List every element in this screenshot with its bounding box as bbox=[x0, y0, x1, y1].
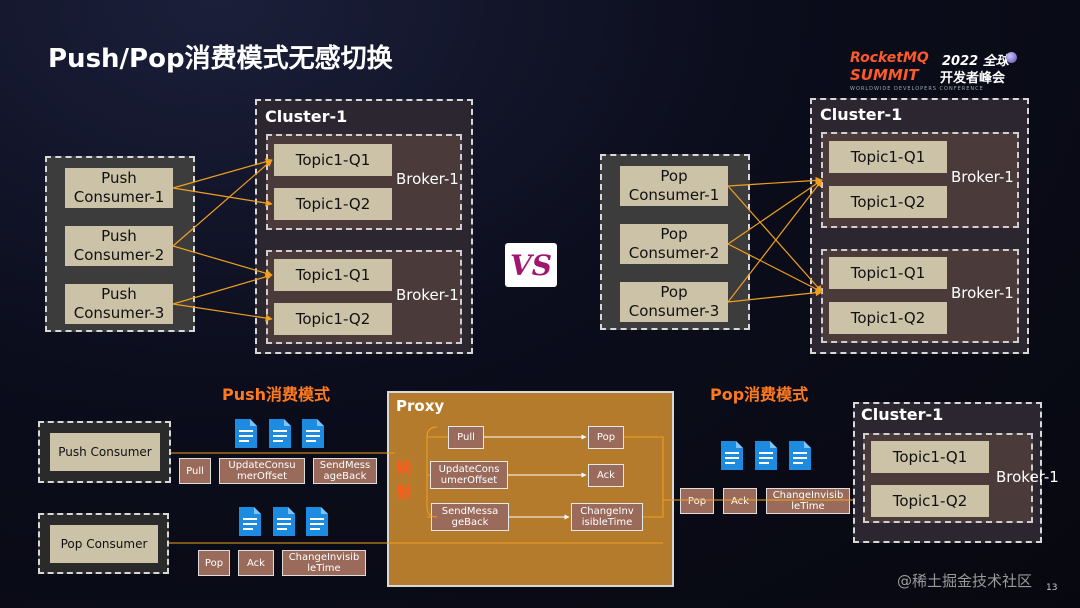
proxy-mapping-arrows bbox=[484, 434, 587, 520]
push-op-update-offset: UpdateConsu merOffset bbox=[219, 458, 305, 484]
bottom-broker-q1: Topic1-Q1 bbox=[871, 441, 989, 473]
rocketmq-summit-logo: RocketMQ SUMMIT 2022 全球 开发者峰会 WORLDWIDE … bbox=[850, 50, 1030, 98]
proxy-update-consumer-offset: UpdateCons umerOffset bbox=[430, 461, 508, 489]
right-broker-b-label: Broker-1 bbox=[951, 284, 1014, 302]
mapping-label: 映 射 bbox=[396, 459, 412, 501]
planet-icon bbox=[1006, 52, 1017, 63]
watermark: @稀土掘金技术社区 bbox=[897, 572, 1033, 590]
out-op-pop: Pop bbox=[680, 488, 714, 514]
page-number: 13 bbox=[1046, 583, 1058, 593]
logo-year: 2022 全球 bbox=[942, 54, 1009, 69]
document-icon bbox=[306, 507, 328, 536]
pop-op-change-invisible: ChangeInvisib leTime bbox=[282, 550, 366, 576]
pop-consumer-3: Pop Consumer-3 bbox=[620, 282, 728, 322]
pop-consumer: Pop Consumer bbox=[50, 525, 158, 563]
pop-mode-heading: Pop消费模式 bbox=[710, 385, 809, 404]
left-cluster-label: Cluster-1 bbox=[265, 107, 348, 126]
proxy-ack: Ack bbox=[588, 464, 624, 487]
pop-op-pop: Pop bbox=[198, 550, 230, 576]
push-consumer-3: Push Consumer-3 bbox=[65, 284, 173, 324]
document-icon bbox=[721, 441, 743, 470]
proxy-send-message-back: SendMessa geBack bbox=[431, 503, 509, 531]
right-broker-b-q1: Topic1-Q1 bbox=[829, 257, 947, 289]
push-consumer: Push Consumer bbox=[50, 433, 160, 471]
proxy-pop: Pop bbox=[588, 426, 624, 449]
document-icon bbox=[239, 507, 261, 536]
push-op-send-back: SendMess ageBack bbox=[313, 458, 377, 484]
left-broker-a-q1: Topic1-Q1 bbox=[274, 144, 392, 176]
pop-op-ack: Ack bbox=[238, 550, 274, 576]
bottom-broker-q2: Topic1-Q2 bbox=[871, 485, 989, 517]
out-op-ack: Ack bbox=[723, 488, 757, 514]
right-broker-a-q2: Topic1-Q2 bbox=[829, 186, 947, 218]
right-cluster-label: Cluster-1 bbox=[820, 105, 903, 124]
proxy-label: Proxy bbox=[396, 397, 445, 415]
push-arrows bbox=[172, 158, 273, 322]
page-title: Push/Pop消费模式无感切换 bbox=[48, 44, 393, 74]
vs-badge: VS bbox=[505, 243, 557, 287]
right-broker-a-q1: Topic1-Q1 bbox=[829, 141, 947, 173]
proxy-pull: Pull bbox=[448, 426, 484, 449]
proxy-change-invisible-time: ChangeInv isibleTime bbox=[571, 503, 643, 531]
document-icon bbox=[755, 441, 777, 470]
vs-text: VS bbox=[510, 248, 552, 282]
left-broker-b-q1: Topic1-Q1 bbox=[274, 259, 392, 291]
bottom-broker-label: Broker-1 bbox=[996, 468, 1059, 486]
pop-consumer-1: Pop Consumer-1 bbox=[620, 166, 728, 206]
logo-line1: RocketMQ bbox=[850, 50, 929, 66]
left-broker-a-q2: Topic1-Q2 bbox=[274, 188, 392, 220]
push-op-pull: Pull bbox=[179, 458, 211, 484]
document-icon bbox=[302, 419, 324, 448]
left-broker-b-label: Broker-1 bbox=[396, 286, 459, 304]
document-icon bbox=[273, 507, 295, 536]
pop-consumer-2: Pop Consumer-2 bbox=[620, 224, 728, 264]
left-broker-b-q2: Topic1-Q2 bbox=[274, 303, 392, 335]
document-icon bbox=[269, 419, 291, 448]
pop-arrows bbox=[727, 176, 823, 303]
out-op-change-invisible: ChangeInvisib leTime bbox=[766, 488, 850, 514]
bottom-cluster-label: Cluster-1 bbox=[861, 405, 944, 424]
push-consumer-2: Push Consumer-2 bbox=[65, 226, 173, 266]
push-consumer-1: Push Consumer-1 bbox=[65, 168, 173, 208]
left-broker-a-label: Broker-1 bbox=[396, 170, 459, 188]
logo-subtitle: WORLDWIDE DEVELOPERS CONFERENCE bbox=[850, 86, 984, 92]
push-mode-heading: Push消费模式 bbox=[222, 385, 331, 404]
proxy-container bbox=[387, 391, 674, 587]
document-icon bbox=[789, 441, 811, 470]
logo-line2: SUMMIT bbox=[850, 66, 919, 84]
logo-event: 开发者峰会 bbox=[940, 71, 1006, 86]
bottom-lines bbox=[169, 426, 853, 544]
document-icon bbox=[235, 419, 257, 448]
right-broker-b-q2: Topic1-Q2 bbox=[829, 302, 947, 334]
right-broker-a-label: Broker-1 bbox=[951, 168, 1014, 186]
